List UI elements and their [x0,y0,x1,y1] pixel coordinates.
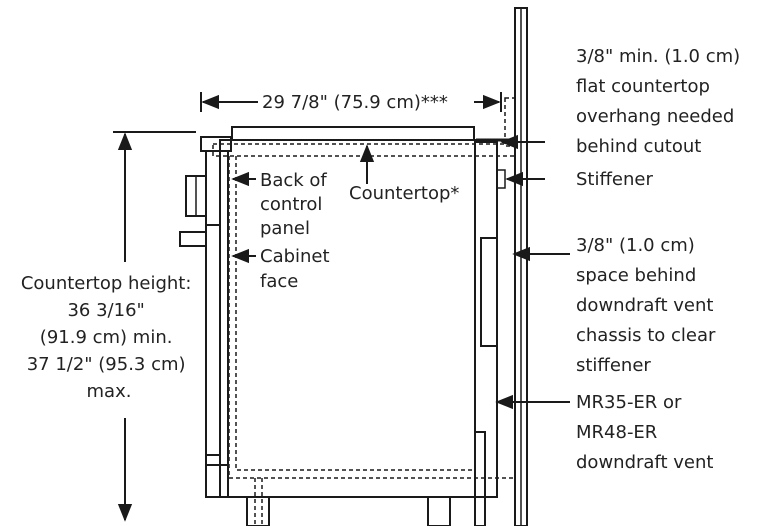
vent-motor [480,237,498,347]
cabinet-face-outline [228,156,515,479]
countertop-label: Countertop* [349,183,459,204]
vent-duct [474,431,486,526]
wall [514,7,528,526]
front-foot [246,496,270,526]
front-panel [205,150,229,466]
leaders [231,134,570,410]
cabinet-outline [212,138,516,526]
lower-front [205,464,229,498]
cooktop-surface [231,126,475,141]
cabinet-face-label: Cabinet face [260,246,335,292]
oven-door [205,224,221,456]
rear-foot [427,496,451,526]
depth-dimension: 29 7/8" (75.9 cm)*** [200,92,502,113]
countertop-outline [212,143,516,157]
countertop-height-label: Countertop height: 36 3/16" (91.9 cm) mi… [21,273,197,402]
stiffener-shape [496,169,506,189]
space-behind-label: 3/8" (1.0 cm) space behind downdraft ven… [576,235,721,376]
depth-label: 29 7/8" (75.9 cm)*** [262,92,448,113]
downdraft-vent-label: MR35-ER or MR48-ER downdraft vent [576,392,713,473]
door-handle [179,231,207,247]
back-of-panel-label: Back of control panel [260,170,333,239]
range-unit [179,126,476,526]
downdraft-vent [474,97,516,526]
overhang-label: 3/8" min. (1.0 cm) flat countertop overh… [576,46,746,157]
height-dimension [113,131,196,522]
stiffener-label: Stiffener [576,169,653,190]
